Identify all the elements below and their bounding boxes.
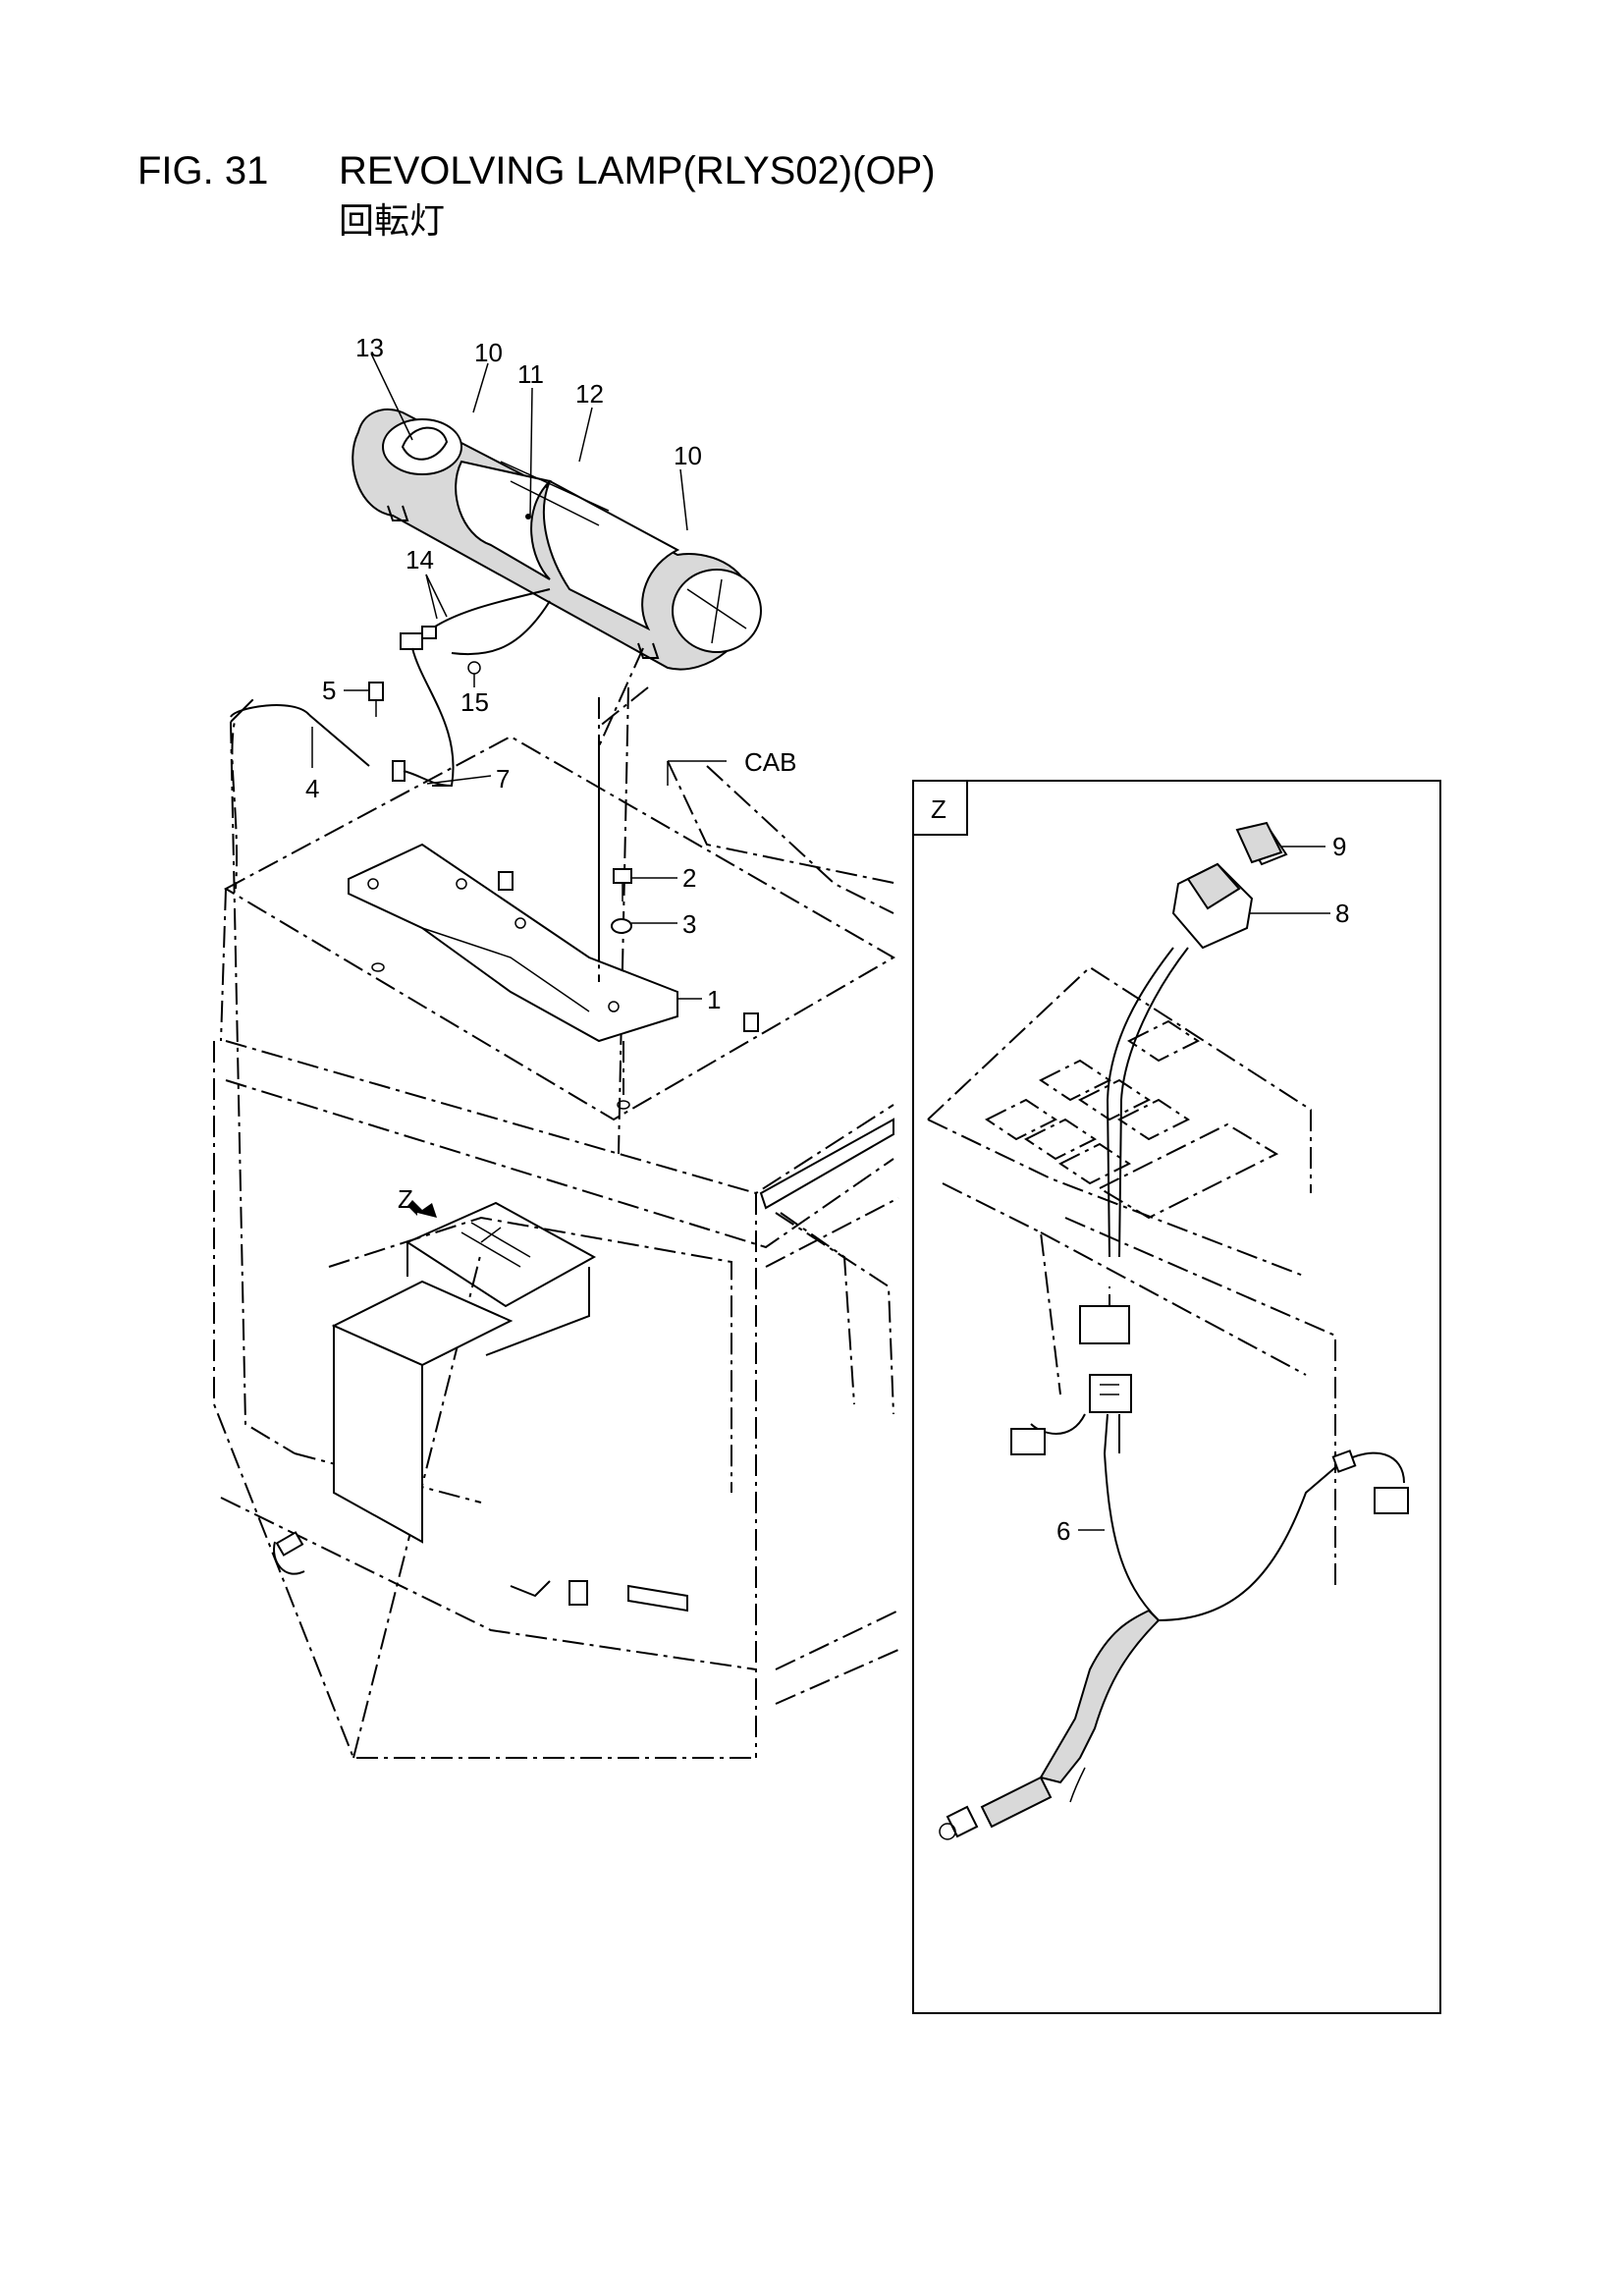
- lamp-leaders: [370, 353, 688, 687]
- callout-10-front: 10: [474, 338, 503, 367]
- callout-2: 2: [682, 863, 696, 893]
- main-leaders: [311, 689, 727, 1000]
- switch-panel-grid: [985, 1019, 1279, 1220]
- view-z-label: Z: [398, 1184, 413, 1214]
- revolving-lamp: [352, 408, 762, 671]
- callout-11: 11: [517, 359, 544, 389]
- callout-5: 5: [322, 676, 336, 705]
- figure-title: REVOLVING LAMP(RLYS02)(OP): [339, 149, 936, 192]
- lamp-bracket: [348, 647, 759, 1110]
- figure-subtitle: 回転灯: [339, 201, 446, 242]
- callout-1: 1: [707, 985, 721, 1014]
- lamp-wiring: [400, 588, 551, 787]
- callout-8: 8: [1335, 899, 1349, 928]
- inset-z-label: Z: [931, 794, 947, 824]
- view-z-arrow: [407, 1200, 437, 1218]
- inset-leaders: [1078, 846, 1330, 1531]
- figure-number: FIG. 31: [137, 149, 269, 192]
- callout-14: 14: [406, 545, 434, 574]
- cab-label: CAB: [744, 747, 796, 777]
- callout-13: 13: [355, 333, 384, 362]
- callout-7: 7: [496, 764, 510, 793]
- callout-15: 15: [460, 687, 489, 717]
- callout-10-rear: 10: [674, 441, 702, 470]
- cab-interior: [273, 1118, 894, 1613]
- callout-12: 12: [575, 379, 604, 409]
- callout-9: 9: [1332, 832, 1346, 861]
- callout-6: 6: [1056, 1516, 1070, 1546]
- cab-outline: [213, 686, 899, 1759]
- hardware: [230, 682, 632, 934]
- callout-3: 3: [682, 909, 696, 939]
- callout-labels: 13 10 11 12 10 14 15 5 4 7 2 3 1 9 8 6 C…: [305, 333, 1349, 1546]
- inset-z: [912, 780, 1441, 2014]
- callout-4: 4: [305, 774, 319, 803]
